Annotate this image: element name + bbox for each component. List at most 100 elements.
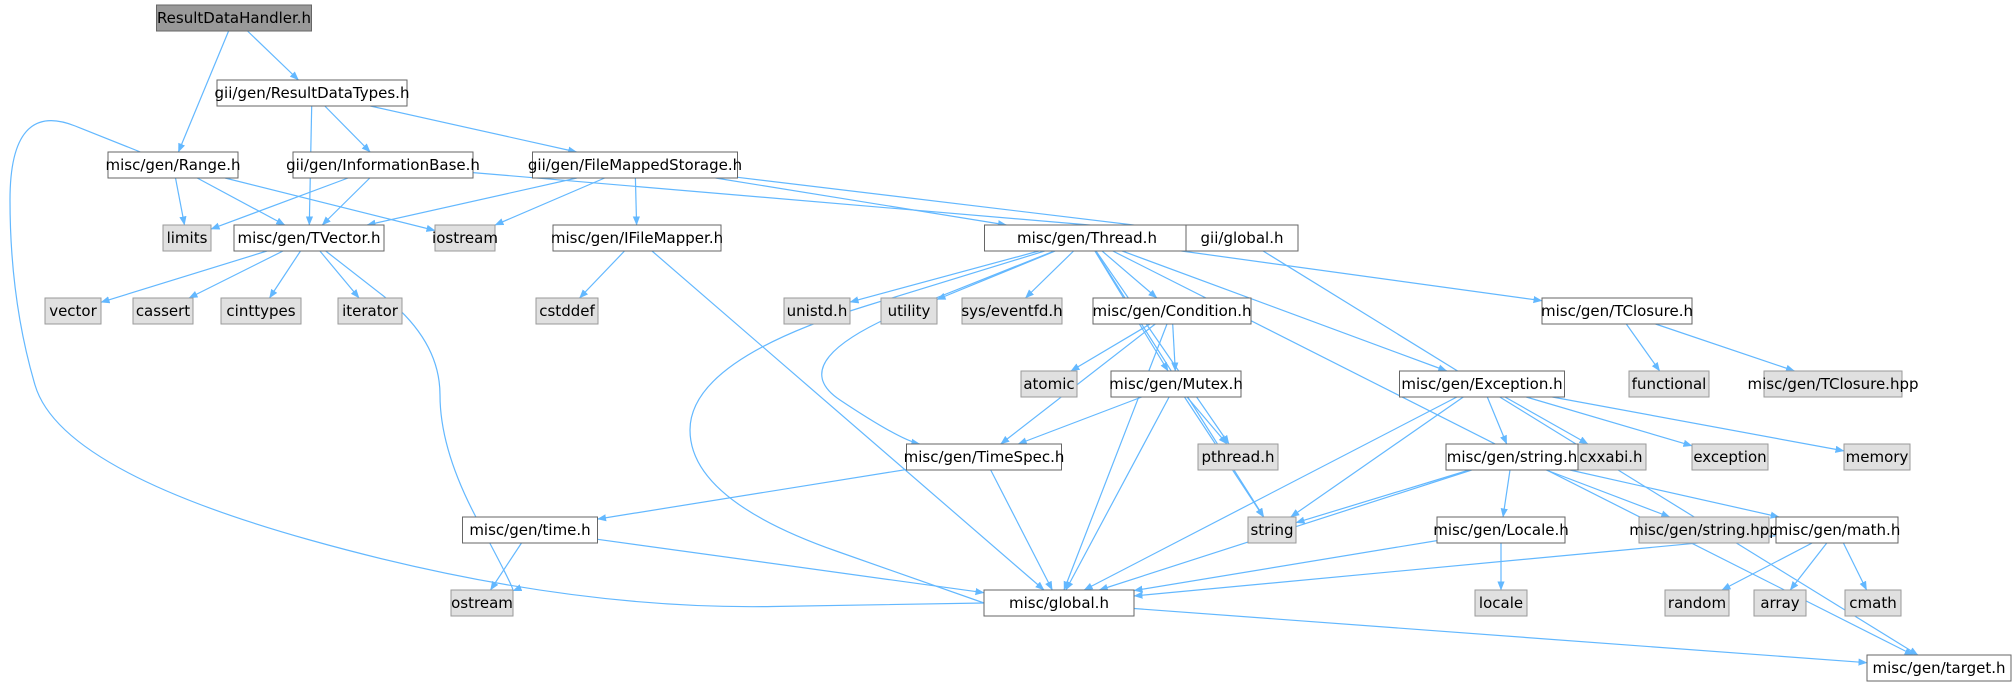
- node-n43[interactable]: misc/gen/target.h: [1866, 654, 2012, 682]
- node-n30: pthread.h: [1197, 443, 1279, 471]
- node-n1[interactable]: gii/gen/ResultDataTypes.h: [215, 79, 410, 107]
- edge-n36-to-n40: [1721, 542, 1813, 591]
- node-box: [1110, 370, 1242, 398]
- node-box: [783, 297, 851, 325]
- edge-n19-to-n29: [1000, 323, 1156, 445]
- node-box: [162, 224, 212, 252]
- node-box: [44, 297, 102, 325]
- node-n13: cinttypes: [220, 297, 302, 325]
- node-label: misc/gen/TimeSpec.h: [904, 448, 1065, 466]
- edge-n0-to-n1: [247, 30, 299, 81]
- node-n29[interactable]: misc/gen/TimeSpec.h: [904, 443, 1065, 471]
- node-label: misc/gen/string.hpp: [1629, 521, 1779, 539]
- edge-n4-to-n9: [715, 177, 1007, 228]
- edge-n31-to-n34: [1500, 469, 1511, 518]
- node-box: [1775, 516, 1899, 544]
- node-box: [1843, 443, 1911, 471]
- node-label: pthread.h: [1202, 448, 1275, 466]
- edge-n9-to-n20: [1181, 250, 1543, 304]
- edge-n32-to-n37: [489, 542, 523, 591]
- edge-n6-to-n12: [188, 250, 284, 299]
- node-box: [220, 297, 302, 325]
- node-label: misc/gen/Locale.h: [1433, 521, 1569, 539]
- node-n33: string: [1247, 516, 1297, 544]
- node-n28: memory: [1843, 443, 1911, 471]
- edge-n24-to-n29: [1017, 396, 1143, 445]
- node-box: [1185, 224, 1299, 252]
- node-label: cinttypes: [226, 302, 295, 320]
- edge-n20-to-n21: [1625, 323, 1661, 372]
- edge-n9-to-n18: [1024, 250, 1075, 299]
- node-box: [1445, 443, 1579, 471]
- node-n9[interactable]: misc/gen/Thread.h: [984, 224, 1190, 252]
- node-n36[interactable]: misc/gen/math.h: [1774, 516, 1901, 544]
- node-label: misc/gen/Range.h: [105, 156, 240, 174]
- node-box: [880, 297, 938, 325]
- node-box: [292, 151, 474, 179]
- edge-n9-to-n19: [1101, 250, 1158, 299]
- edge-n9-to-n30: [1095, 250, 1230, 445]
- node-label: cxxabi.h: [1579, 448, 1642, 466]
- node-n25[interactable]: misc/gen/Exception.h: [1399, 370, 1565, 398]
- node-n32[interactable]: misc/gen/time.h: [462, 516, 598, 544]
- node-box: [1092, 297, 1252, 325]
- node-label: random: [1668, 594, 1726, 612]
- node-box: [434, 224, 496, 252]
- node-n18: sys/eventfd.h: [961, 297, 1063, 325]
- edge-n19-to-n23: [1070, 323, 1151, 372]
- node-n31[interactable]: misc/gen/string.h: [1445, 443, 1579, 471]
- node-box: [1474, 589, 1528, 617]
- edge-n36-to-n41: [1789, 542, 1828, 591]
- edge-n9-to-n17: [936, 250, 1056, 301]
- edge-n9-to-n25: [1121, 250, 1448, 372]
- node-n16: unistd.h: [783, 297, 851, 325]
- edge-n4-to-n10: [737, 176, 1187, 234]
- node-box: [1628, 370, 1710, 398]
- edge-n25-to-n31: [1486, 396, 1508, 445]
- node-n24[interactable]: misc/gen/Mutex.h: [1109, 370, 1243, 398]
- node-label: iterator: [342, 302, 399, 320]
- node-n12: cassert: [132, 297, 194, 325]
- edge-n25-to-n28: [1552, 396, 1845, 453]
- node-n22: misc/gen/TClosure.hpp: [1747, 370, 1919, 398]
- edge-n31-to-n33: [1295, 469, 1470, 524]
- node-box: [1541, 297, 1693, 325]
- node-box: [132, 297, 194, 325]
- node-label: misc/gen/TClosure.h: [1541, 302, 1693, 320]
- node-label: utility: [888, 302, 931, 320]
- node-box: [532, 151, 738, 179]
- node-n8[interactable]: misc/gen/IFileMapper.h: [551, 224, 723, 252]
- node-box: [337, 297, 403, 325]
- edge-n19-to-n24: [1171, 323, 1179, 372]
- node-n2[interactable]: misc/gen/Range.h: [105, 151, 241, 179]
- edge-n38-to-n43: [1133, 607, 1868, 666]
- edge-n36-to-n38: [1133, 535, 1777, 599]
- node-label: gii/global.h: [1201, 229, 1284, 247]
- edge-n3-to-n10: [472, 172, 1187, 237]
- node-n19[interactable]: misc/gen/Condition.h: [1092, 297, 1252, 325]
- node-box: [1866, 654, 2012, 682]
- node-n15: cstddef: [535, 297, 599, 325]
- node-n35: misc/gen/string.hpp: [1629, 516, 1779, 544]
- node-n20[interactable]: misc/gen/TClosure.h: [1541, 297, 1693, 325]
- node-n34[interactable]: misc/gen/Locale.h: [1433, 516, 1569, 544]
- node-label: limits: [167, 229, 208, 247]
- node-n4[interactable]: gii/gen/FileMappedStorage.h: [528, 151, 742, 179]
- node-box: [1247, 516, 1297, 544]
- edge-n20-to-n22: [1655, 323, 1795, 372]
- node-label: iostream: [432, 229, 498, 247]
- node-n0[interactable]: ResultDataHandler.h: [156, 4, 312, 32]
- edge-n24-to-n30: [1186, 396, 1228, 445]
- node-n10[interactable]: gii/global.h: [1185, 224, 1299, 252]
- node-n6[interactable]: misc/gen/TVector.h: [233, 224, 385, 252]
- node-label: locale: [1479, 594, 1523, 612]
- node-n3[interactable]: gii/gen/InformationBase.h: [286, 151, 480, 179]
- node-label: misc/gen/string.h: [1447, 448, 1578, 466]
- edge-n31-to-n35: [1545, 469, 1671, 518]
- node-n38[interactable]: misc/global.h: [983, 589, 1135, 617]
- node-label: misc/gen/TVector.h: [237, 229, 380, 247]
- edge-n2-to-n38: [9, 120, 993, 608]
- node-n40: random: [1664, 589, 1730, 617]
- node-box: [961, 297, 1063, 325]
- edge-n2-to-n5: [174, 177, 187, 226]
